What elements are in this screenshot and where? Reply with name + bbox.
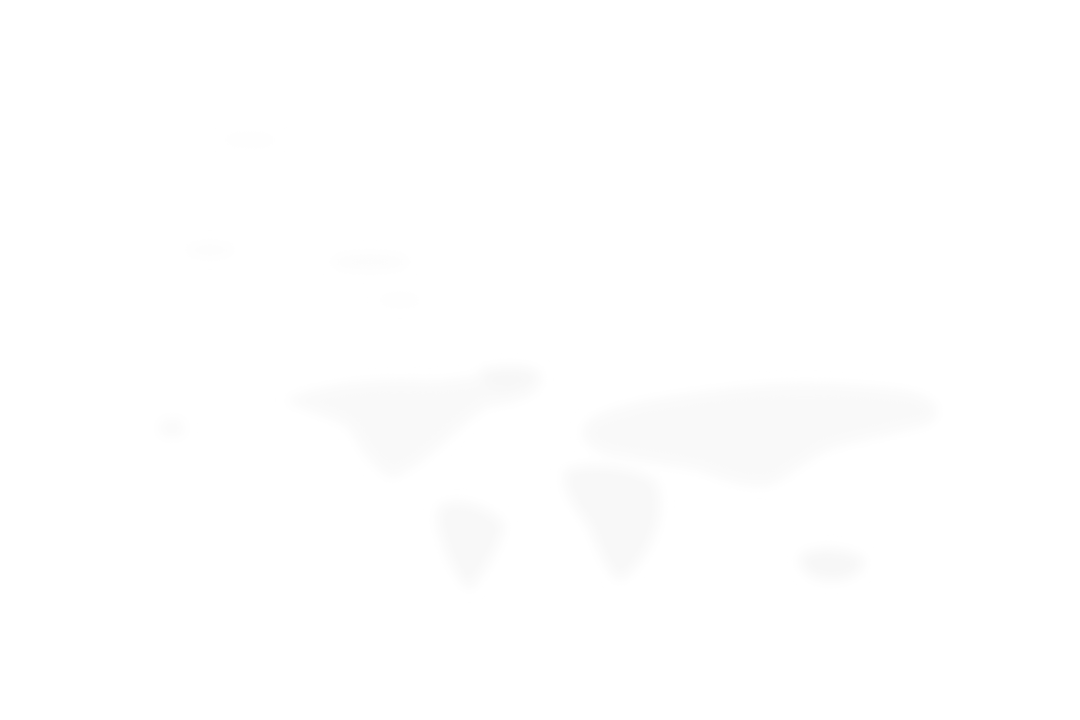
landmass-south-america	[437, 502, 505, 590]
landmass-speck	[158, 419, 186, 437]
landmass-greenland	[478, 366, 540, 390]
landmass-speck	[330, 254, 410, 270]
landmass-speck	[222, 135, 278, 145]
landmass-speck	[378, 295, 422, 305]
landmass-australia	[799, 548, 865, 581]
landmass-speck	[186, 244, 234, 256]
landmass-north-america	[285, 373, 541, 478]
landmass-africa	[564, 465, 661, 580]
landmass-eurasia	[582, 384, 937, 486]
